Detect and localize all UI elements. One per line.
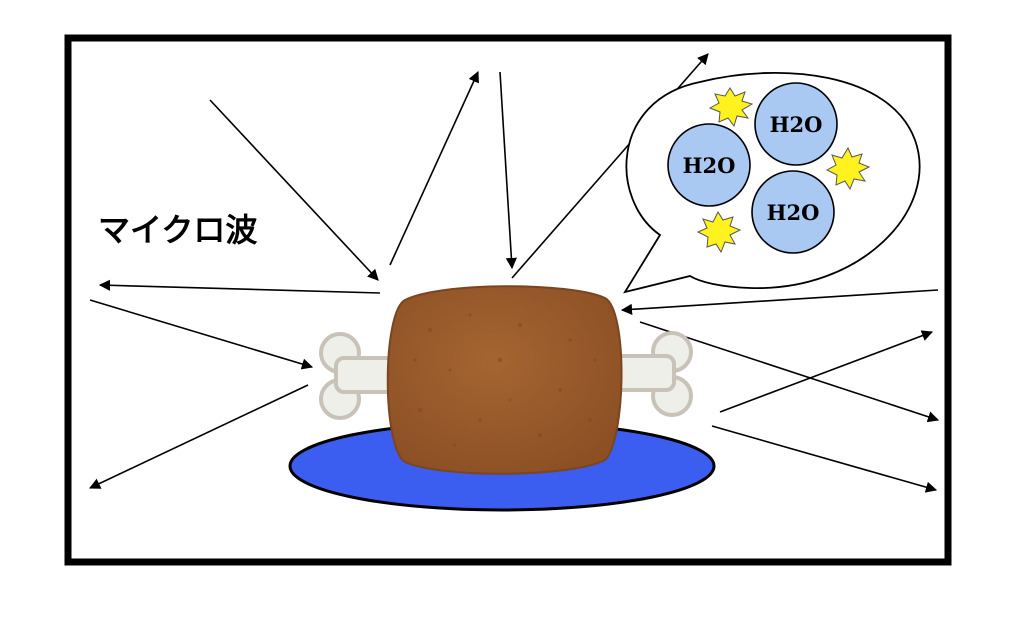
heat-sparks [696, 87, 871, 254]
spark-icon [708, 87, 754, 128]
arrow-out-left [98, 279, 381, 294]
water-molecule-top: H2O [754, 82, 838, 166]
water-molecule-left: H2O [667, 123, 751, 207]
arrow-in-top-center [499, 71, 517, 270]
arrow-out-down-left [88, 384, 309, 489]
spark-icon [825, 146, 871, 191]
microwave-label: マイクロ波 [98, 211, 257, 249]
molecule-label: H2O [767, 200, 820, 225]
water-molecules: H2O H2O H2O [667, 82, 838, 254]
microwave-arrows [88, 53, 940, 493]
spark-icon [696, 210, 742, 254]
arrow-in-top-left [209, 99, 379, 281]
molecule-label: H2O [770, 112, 823, 137]
water-molecule-bottom: H2O [751, 170, 835, 254]
arrow-in-left [89, 299, 314, 370]
meat-texture [413, 313, 597, 447]
arrow-out-up-left [389, 70, 479, 266]
arrow-out-right-down [711, 425, 938, 493]
arrow-in-right [620, 289, 939, 315]
arrow-out-right-mid [639, 321, 940, 423]
arrow-out-right-up [719, 330, 934, 413]
meat-chunk [386, 285, 623, 475]
molecule-label: H2O [683, 153, 736, 178]
